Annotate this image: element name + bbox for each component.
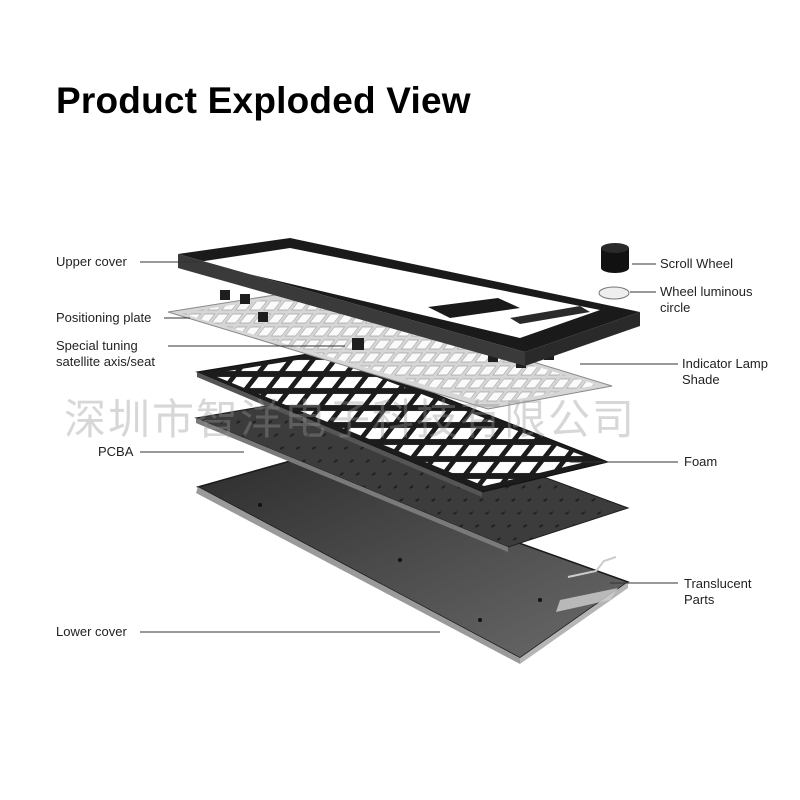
label-wheel-circle-line2: circle xyxy=(660,300,691,315)
label-special-tuning-line1: Special tuning xyxy=(56,338,138,353)
label-indicator-line2: Shade xyxy=(682,372,720,387)
label-special-tuning-line2: satellite axis/seat xyxy=(56,354,155,369)
label-scroll-wheel: Scroll Wheel xyxy=(660,256,733,271)
label-indicator-lamp-shade: Indicator Lamp Shade xyxy=(682,356,768,388)
label-positioning-plate: Positioning plate xyxy=(56,310,152,325)
label-lower-cover: Lower cover xyxy=(56,624,127,639)
label-pcba: PCBA xyxy=(98,444,134,459)
leader-lines xyxy=(140,261,678,633)
label-translucent-parts: Translucent Parts xyxy=(684,576,751,608)
label-wheel-luminous-circle: Wheel luminous circle xyxy=(660,284,753,316)
lower-cover-shape xyxy=(195,460,630,664)
watermark-text: 深圳市智洋电子科技有限公司 xyxy=(64,395,637,444)
label-indicator-line1: Indicator Lamp xyxy=(682,356,768,371)
label-wheel-circle-line1: Wheel luminous xyxy=(660,284,753,299)
upper-cover-shape xyxy=(178,238,640,366)
scroll-wheel-shape xyxy=(601,243,629,273)
label-upper-cover: Upper cover xyxy=(56,254,127,269)
label-translucent-line2: Parts xyxy=(684,592,715,607)
label-foam: Foam xyxy=(684,454,718,469)
positioning-plate-shape xyxy=(167,290,613,410)
foam-shape xyxy=(195,350,610,497)
page-title: Product Exploded View xyxy=(56,80,471,121)
label-special-tuning: Special tuning satellite axis/seat xyxy=(56,338,155,370)
label-translucent-line1: Translucent xyxy=(684,576,752,591)
pcba-shape xyxy=(194,395,630,552)
